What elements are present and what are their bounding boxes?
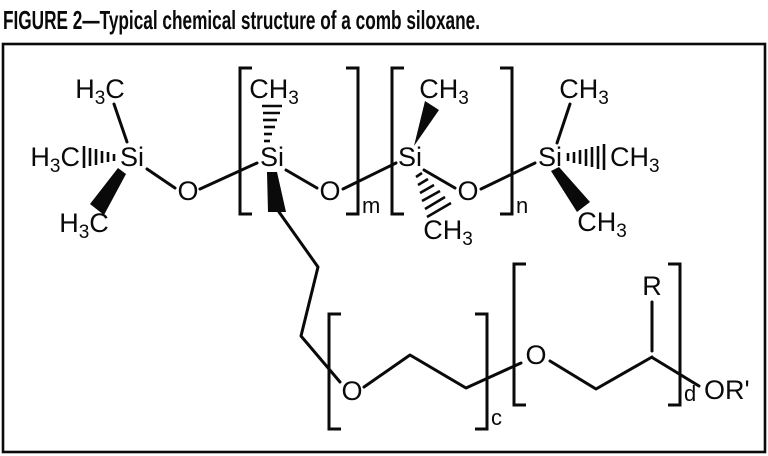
label-h3c-bottom-left: H3C bbox=[59, 208, 109, 243]
wedge-bond-si1-ch3 bbox=[90, 168, 126, 215]
label-h3c-left: H3C bbox=[30, 142, 80, 177]
figure-title: FIGURE 2—Typical chemical structure of a… bbox=[3, 5, 480, 35]
hash-bond-si3-ch3 bbox=[415, 171, 452, 219]
label-o-3: O bbox=[457, 176, 478, 206]
bracket-n-right bbox=[500, 66, 514, 216]
bracket-m-right bbox=[346, 66, 360, 216]
bond-o3-si4 bbox=[479, 161, 537, 191]
subscript-n: n bbox=[516, 193, 528, 218]
label-si-1: Si bbox=[120, 142, 144, 172]
bond-ch3-si1 bbox=[112, 102, 129, 144]
label-h3c-top-left: H3C bbox=[75, 74, 125, 109]
wedge-bond-si3-ch3 bbox=[414, 101, 439, 146]
bond-si2-o2 bbox=[284, 168, 319, 190]
label-si-3: Si bbox=[398, 142, 422, 172]
wedge-bond-si4-ch3 bbox=[551, 167, 590, 212]
bond-ch-or bbox=[651, 356, 701, 388]
bracket-c-right bbox=[475, 312, 489, 431]
label-o-4: O bbox=[341, 376, 362, 406]
bond-si3-o3 bbox=[422, 168, 457, 190]
label-o-2: O bbox=[319, 176, 340, 206]
label-o-5: O bbox=[525, 340, 546, 370]
bracket-d-left bbox=[512, 262, 526, 407]
subscript-m: m bbox=[362, 193, 380, 218]
label-or-prime: OR' bbox=[704, 375, 750, 405]
label-r: R bbox=[642, 271, 662, 301]
figure-frame bbox=[1, 42, 767, 454]
hash-bond-si1-ch3 bbox=[82, 146, 116, 168]
label-si-2: Si bbox=[260, 142, 284, 172]
bond-o2-si3 bbox=[341, 161, 398, 191]
bracket-c-left bbox=[327, 312, 341, 431]
bond-si1-o1 bbox=[145, 167, 177, 190]
polyether-chain-d bbox=[548, 355, 654, 391]
label-ch3-n-bottom: CH3 bbox=[423, 215, 473, 250]
label-ch3-n-top: CH3 bbox=[419, 74, 469, 109]
hash-bond-si2-ch3 bbox=[262, 104, 282, 143]
propyl-chain bbox=[277, 210, 342, 384]
polyether-chain-c bbox=[362, 353, 523, 390]
bond-ch3-si4 bbox=[555, 102, 572, 145]
label-o-1: O bbox=[177, 176, 198, 206]
label-ch3-term-top: CH3 bbox=[559, 74, 609, 109]
wedge-bond-si2-propyl bbox=[267, 172, 286, 212]
bracket-d-right bbox=[668, 262, 682, 407]
label-ch3-m-top: CH3 bbox=[249, 74, 299, 109]
label-ch3-term-right: CH3 bbox=[610, 142, 660, 177]
label-ch3-term-bottom: CH3 bbox=[577, 207, 627, 242]
bracket-m-left bbox=[238, 66, 252, 216]
bond-o1-si2 bbox=[198, 161, 259, 191]
subscript-d: d bbox=[684, 381, 696, 406]
label-si-4: Si bbox=[538, 142, 562, 172]
bracket-n-left bbox=[390, 66, 404, 216]
hash-bond-si4-ch3 bbox=[566, 144, 606, 170]
subscript-c: c bbox=[491, 405, 502, 430]
